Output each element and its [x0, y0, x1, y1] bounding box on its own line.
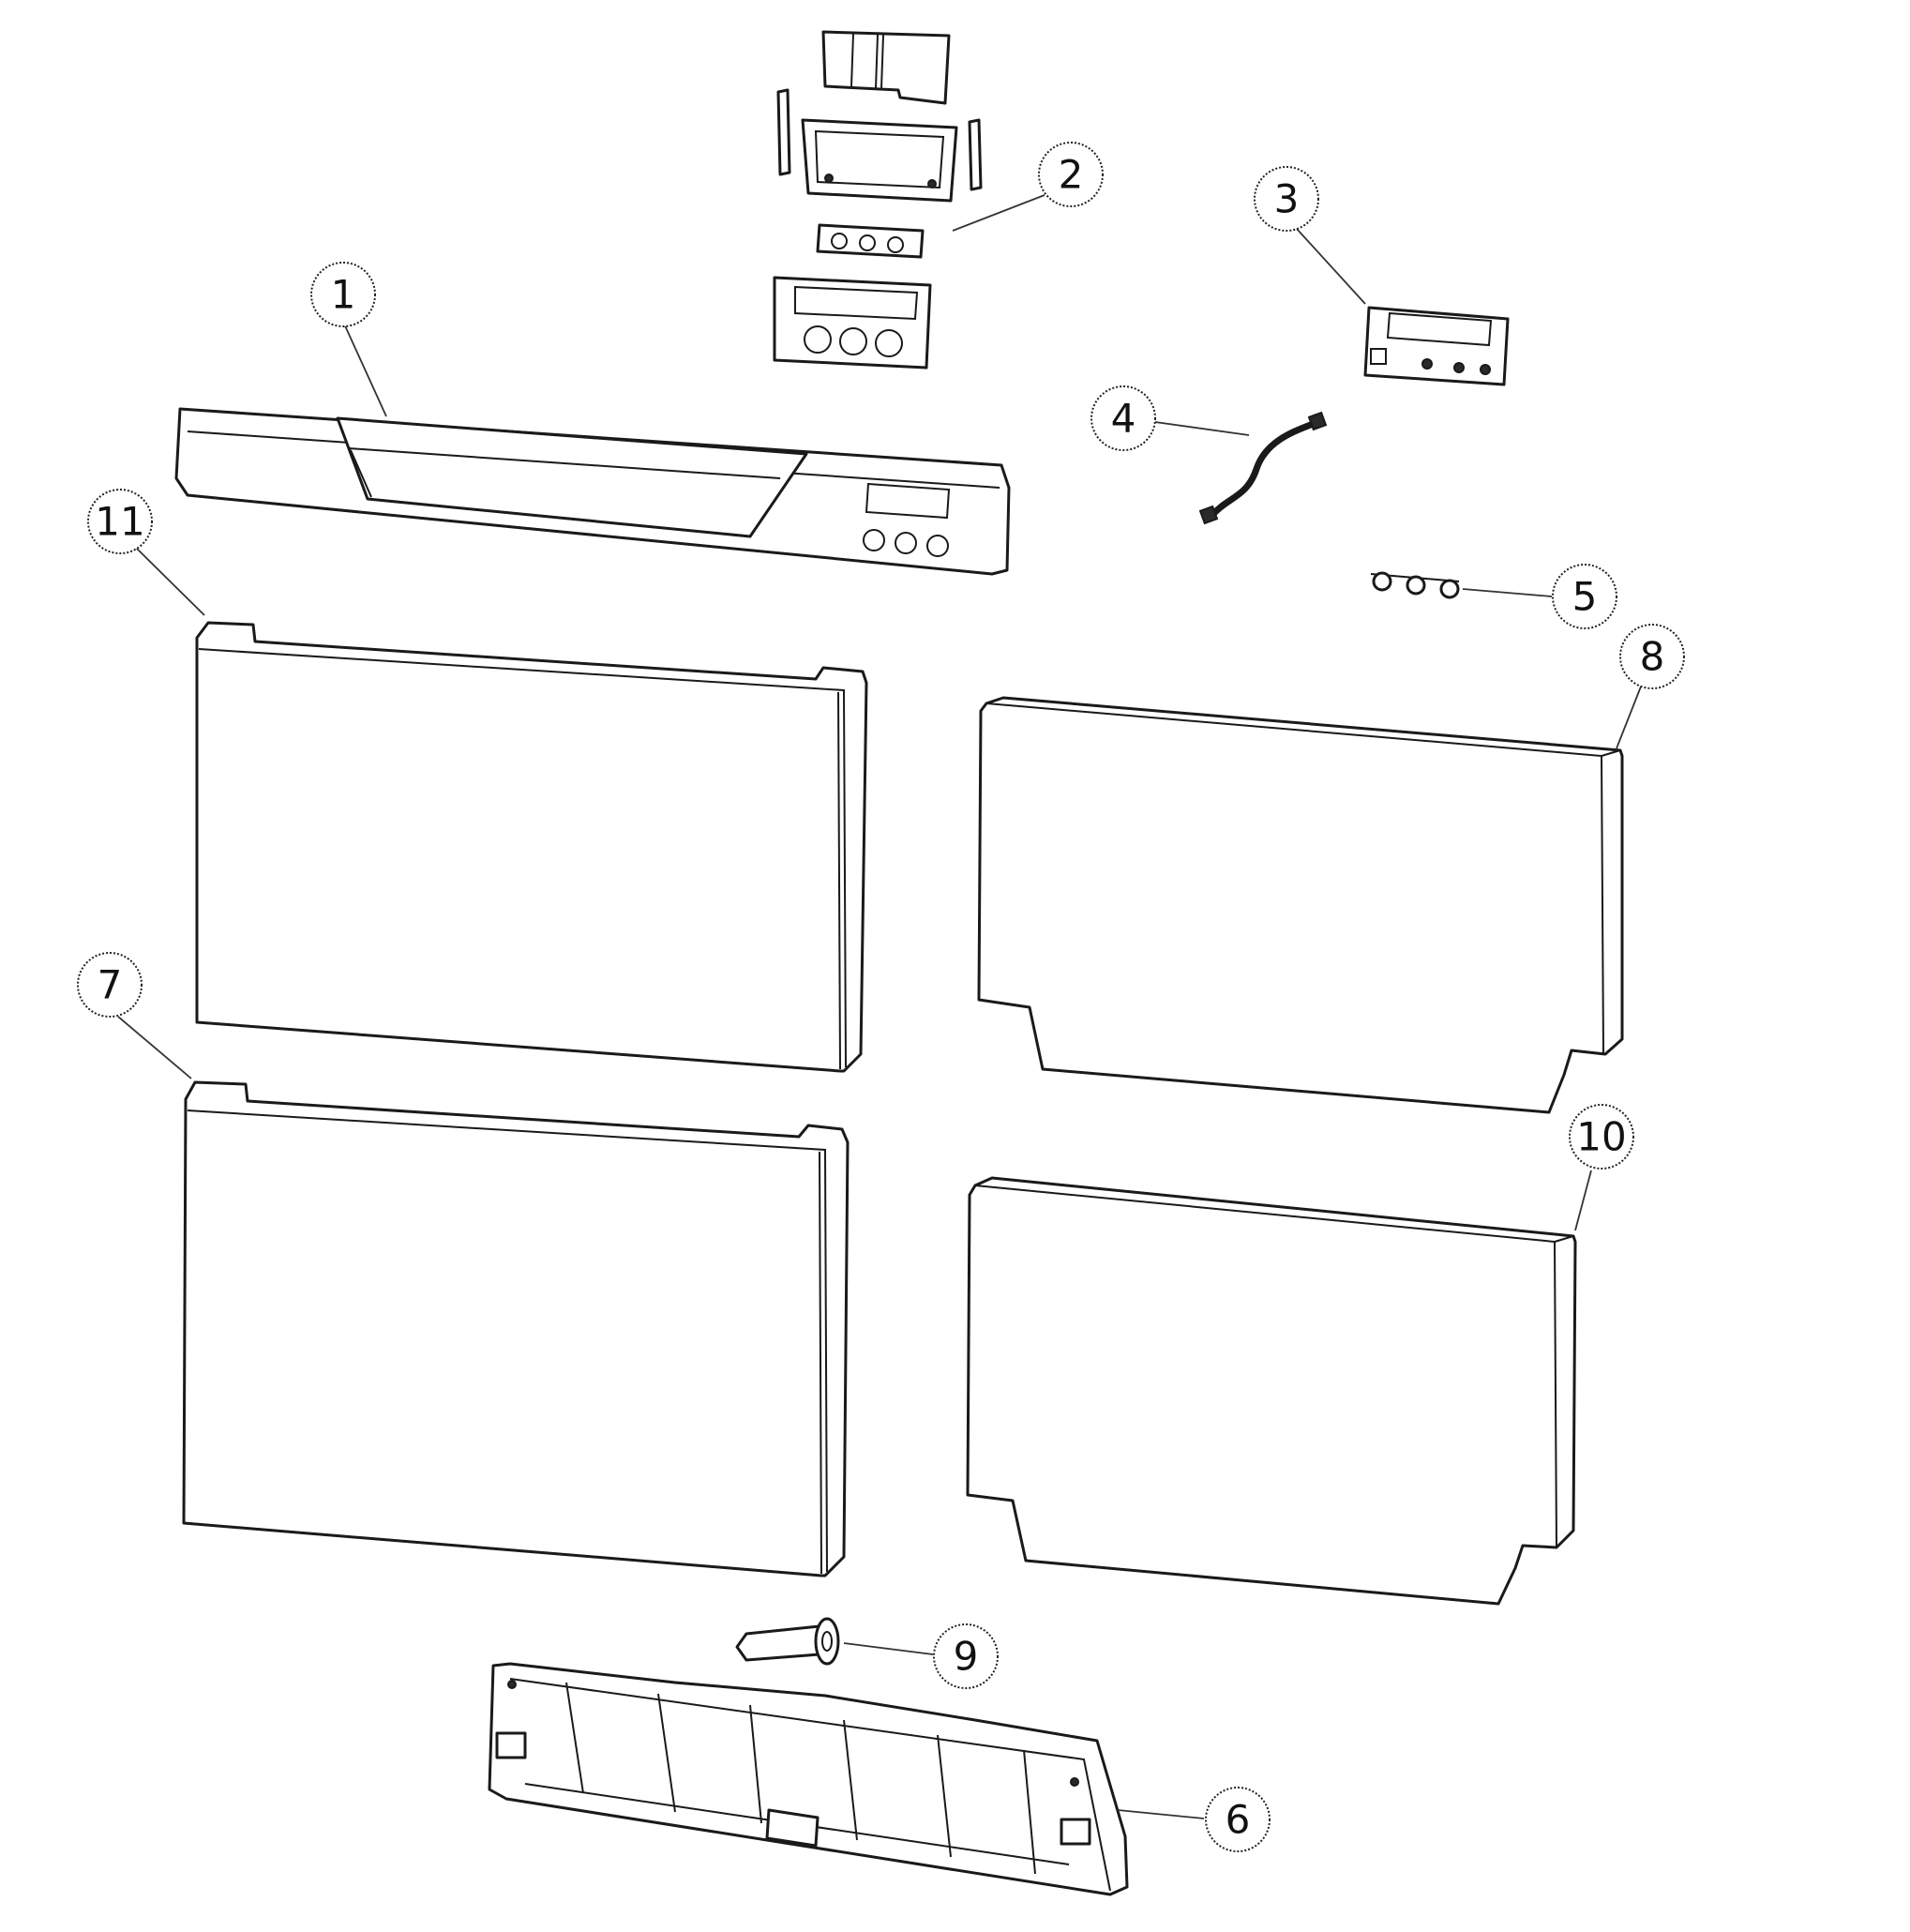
callout-label-6: 6	[1226, 1797, 1251, 1843]
leader-lines	[117, 194, 1642, 1819]
callout-label-5: 5	[1572, 574, 1598, 620]
callout-label-2: 2	[1059, 152, 1084, 198]
callout-label-11: 11	[95, 499, 144, 545]
callout-label-7: 7	[98, 962, 123, 1008]
callout-11: 11	[87, 489, 153, 554]
bottom-cover	[488, 1662, 1129, 1896]
callout-label-3: 3	[1274, 176, 1300, 222]
control-panel	[174, 407, 1011, 576]
button-set	[1370, 571, 1460, 599]
callout-10: 10	[1569, 1104, 1634, 1170]
control-module-assembly	[773, 30, 983, 370]
callout-label-4: 4	[1111, 396, 1136, 442]
callout-7: 7	[77, 952, 143, 1018]
screw	[735, 1617, 840, 1666]
callout-1: 1	[310, 262, 376, 327]
lower-drawer-front	[182, 1080, 850, 1577]
upper-insulation-panel	[977, 696, 1624, 1114]
callout-label-9: 9	[954, 1634, 979, 1680]
callout-9: 9	[933, 1623, 999, 1689]
lower-insulation-panel	[966, 1176, 1577, 1606]
callout-5: 5	[1552, 564, 1617, 629]
callout-6: 6	[1205, 1787, 1271, 1852]
callout-2: 2	[1038, 142, 1104, 207]
callout-3: 3	[1254, 166, 1319, 232]
callout-4: 4	[1090, 385, 1156, 451]
callout-label-10: 10	[1576, 1114, 1626, 1160]
upper-drawer-front	[195, 621, 868, 1073]
callout-label-1: 1	[331, 272, 356, 318]
callout-label-8: 8	[1640, 634, 1665, 680]
display-pcb	[1363, 306, 1510, 386]
callout-8: 8	[1619, 624, 1685, 689]
wire-harness	[1198, 411, 1328, 525]
